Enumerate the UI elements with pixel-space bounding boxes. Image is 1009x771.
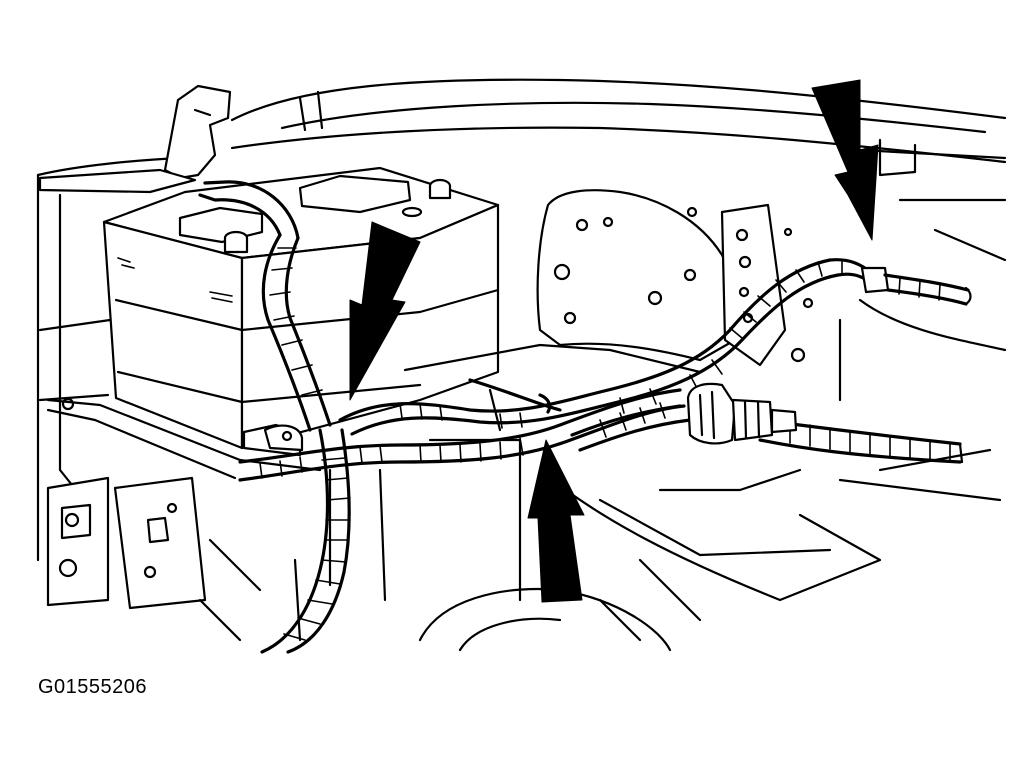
battery-tray — [46, 343, 702, 602]
battery — [102, 166, 500, 457]
arrow-2 — [349, 221, 421, 401]
mounting-plate — [536, 189, 814, 367]
body-panel-lines — [36, 78, 1007, 562]
figure-id-label: G01555206 — [38, 676, 148, 698]
lower-bracket — [46, 476, 207, 610]
floor-lines — [198, 448, 1002, 652]
harness-connector — [686, 382, 798, 445]
arrow-1 — [811, 79, 879, 241]
wiring-harness — [198, 180, 972, 654]
arrow-3 — [527, 439, 585, 603]
hood-strut — [38, 84, 232, 194]
